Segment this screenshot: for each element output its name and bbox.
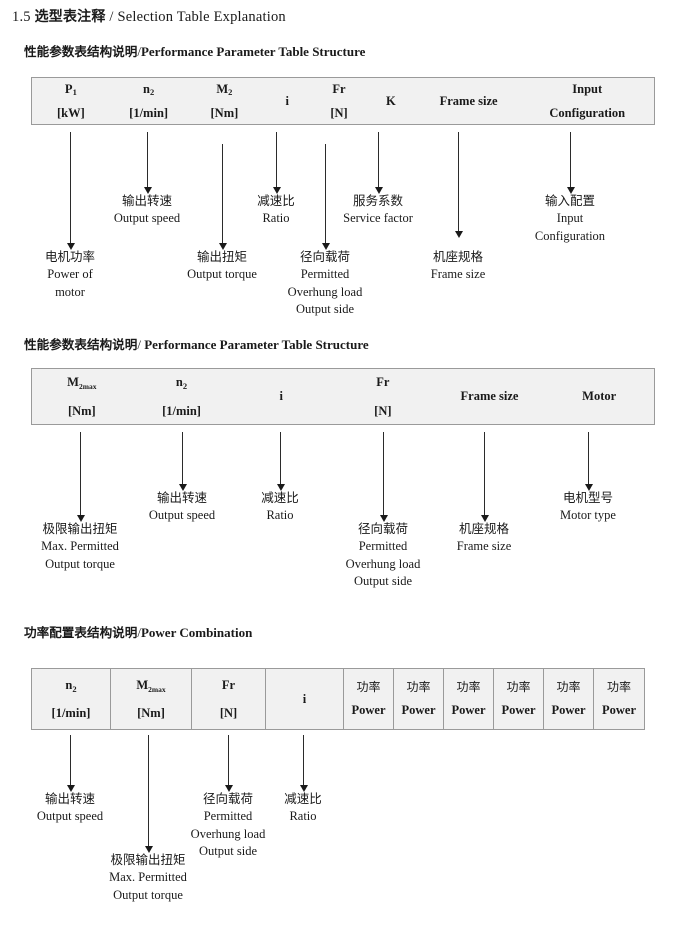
table2-col-n2: n2 [1/min]	[162, 375, 201, 418]
arrow-to-overhung-load-3	[224, 735, 233, 792]
caption-frame-size: 机座规格 Frame size	[430, 249, 486, 281]
page-title-chinese: 选型表注释	[34, 9, 106, 25]
caption-power-of-motor: 电机功率 Power of motor	[44, 249, 96, 299]
table3-col-n2: n2 [1/min]	[51, 678, 91, 720]
caption-ratio-2: 减速比 Ratio	[261, 490, 299, 522]
table3-col-power-3: 功率 Power	[443, 669, 493, 729]
arrow-to-max-permitted-output-torque	[76, 432, 85, 522]
section-heading-1: 性能参数表结构说明/Performance Parameter Table St…	[24, 41, 365, 60]
section-heading-3-chinese: 功率配置表结构说明	[24, 625, 138, 640]
arrow-to-output-torque	[218, 144, 227, 250]
table1-col-input-configuration: Input Configuration	[549, 81, 626, 120]
caption-max-permitted-output-torque-3: 极限输出扭矩 Max. Permitted Output torque	[109, 852, 187, 902]
page-title-separator: /	[109, 9, 114, 25]
arrow-to-overhung-load-2	[379, 432, 388, 522]
caption-overhung-load-3: 径向载荷 Permitted Overhung load Output side	[190, 791, 266, 859]
table3-col-fr: Fr [N]	[191, 669, 265, 729]
caption-output-torque: 输出扭矩 Output torque	[187, 249, 257, 281]
arrow-to-ratio-3	[299, 735, 308, 792]
section-heading-3: 功率配置表结构说明/Power Combination	[24, 622, 252, 641]
table1-col-p1: P1 [kW]	[56, 81, 85, 120]
page-title: 1.5 选型表注释 / Selection Table Explanation	[12, 6, 286, 26]
arrow-to-output-speed-2	[178, 432, 187, 491]
table3-col-i: i	[265, 669, 343, 729]
table2-col-m2max: M2max [Nm]	[67, 375, 97, 418]
performance-parameter-table-1: P1 [kW] n2 [1/min] M2 [Nm] i Fr [N] K Fr…	[31, 77, 655, 125]
caption-service-factor: 服务系数 Service factor	[343, 193, 413, 225]
table3-col-power-4: 功率 Power	[493, 669, 543, 729]
caption-output-speed: 输出转速 Output speed	[113, 193, 181, 225]
table1-col-k: K	[385, 93, 396, 108]
arrow-to-service-factor	[374, 132, 383, 194]
section-heading-3-english: Power Combination	[140, 625, 253, 640]
caption-motor-type: 电机型号 Motor type	[560, 490, 616, 522]
section-heading-2: 性能参数表结构说明/ Performance Parameter Table S…	[24, 334, 369, 353]
section-heading-1-separator: /	[137, 44, 141, 59]
caption-overhung-load-2: 径向载荷 Permitted Overhung load Output side	[345, 521, 421, 589]
arrow-to-output-speed	[143, 132, 152, 194]
table3-col-m2max: M2max [Nm]	[110, 669, 191, 729]
table1-col-m2: M2 [Nm]	[210, 81, 239, 120]
table3-col-power-1: 功率 Power	[343, 669, 393, 729]
arrow-to-input-configuration	[566, 132, 575, 194]
table3-col-power-6: 功率 Power	[593, 669, 644, 729]
table3-col-power-5: 功率 Power	[543, 669, 593, 729]
section-heading-2-chinese: 性能参数表结构说明	[24, 337, 138, 352]
arrow-to-motor-type	[584, 432, 593, 491]
table2-col-frame-size: Frame size	[460, 389, 519, 404]
table1-col-fr: Fr [N]	[330, 81, 348, 120]
arrow-to-frame-size	[454, 132, 463, 238]
table1-col-frame-size: Frame size	[439, 93, 498, 108]
table3-col-power-2: 功率 Power	[393, 669, 443, 729]
page-title-number: 1.5	[12, 9, 31, 25]
section-heading-2-english: Performance Parameter Table Structure	[144, 337, 369, 352]
arrow-to-ratio-2	[276, 432, 285, 491]
table2-col-i: i	[279, 389, 283, 404]
page-title-english: Selection Table Explanation	[117, 9, 286, 25]
arrow-to-overhung-load	[321, 144, 330, 250]
caption-input-configuration: 输入配置 Input Configuration	[534, 193, 606, 243]
caption-frame-size-2: 机座规格 Frame size	[456, 521, 512, 553]
caption-max-permitted-output-torque: 极限输出扭矩 Max. Permitted Output torque	[41, 521, 119, 571]
section-heading-1-english: Performance Parameter Table Structure	[140, 44, 366, 59]
arrow-to-max-permitted-output-torque-3	[144, 735, 153, 853]
table1-col-i: i	[285, 93, 289, 108]
table2-col-fr: Fr [N]	[374, 375, 392, 418]
power-combination-table: n2 [1/min] M2max [Nm] Fr [N] i 功率 Power …	[31, 668, 645, 730]
caption-overhung-load: 径向载荷 Permitted Overhung load Output side	[287, 249, 363, 317]
arrow-to-output-speed-3	[66, 735, 75, 792]
caption-ratio-3: 减速比 Ratio	[284, 791, 322, 823]
arrow-to-power-of-motor	[66, 132, 75, 250]
table1-col-n2: n2 [1/min]	[129, 81, 169, 120]
section-heading-2-separator: /	[137, 337, 141, 352]
arrow-to-frame-size-2	[480, 432, 489, 522]
caption-output-speed-3: 输出转速 Output speed	[36, 791, 104, 823]
section-heading-3-separator: /	[137, 625, 141, 640]
caption-output-speed-2: 输出转速 Output speed	[148, 490, 216, 522]
caption-ratio: 减速比 Ratio	[257, 193, 295, 225]
arrow-to-ratio	[272, 132, 281, 194]
section-heading-1-chinese: 性能参数表结构说明	[24, 44, 138, 59]
performance-parameter-table-2: M2max [Nm] n2 [1/min] i Fr [N] Frame siz…	[31, 368, 655, 425]
table2-col-motor: Motor	[582, 389, 617, 404]
